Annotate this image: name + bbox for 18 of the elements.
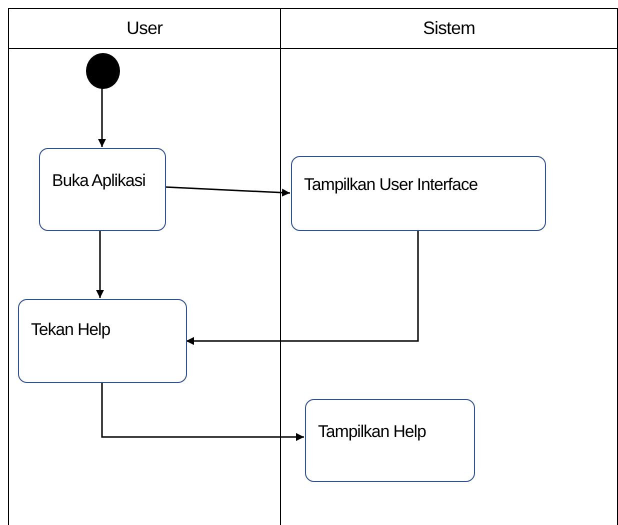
activity-box bbox=[291, 156, 546, 231]
start-node bbox=[86, 53, 120, 89]
activity-label: Tekan Help bbox=[31, 320, 110, 340]
lane-title: Sistem bbox=[422, 18, 475, 39]
arrow bbox=[96, 230, 104, 298]
arrow bbox=[101, 382, 304, 441]
arrow bbox=[186, 230, 419, 345]
activity-label: Tampilkan User Interface bbox=[304, 175, 478, 195]
swimlane bbox=[8, 8, 281, 525]
arrow bbox=[98, 88, 106, 147]
arrow bbox=[164, 186, 290, 197]
activity-box bbox=[18, 299, 187, 383]
activity-box bbox=[39, 148, 166, 231]
activity-label: Buka Aplikasi bbox=[52, 171, 146, 191]
activity-box bbox=[305, 399, 475, 482]
swimlane bbox=[280, 8, 618, 525]
lane-title: User bbox=[126, 18, 162, 39]
activity-label: Tampilkan Help bbox=[318, 422, 426, 442]
